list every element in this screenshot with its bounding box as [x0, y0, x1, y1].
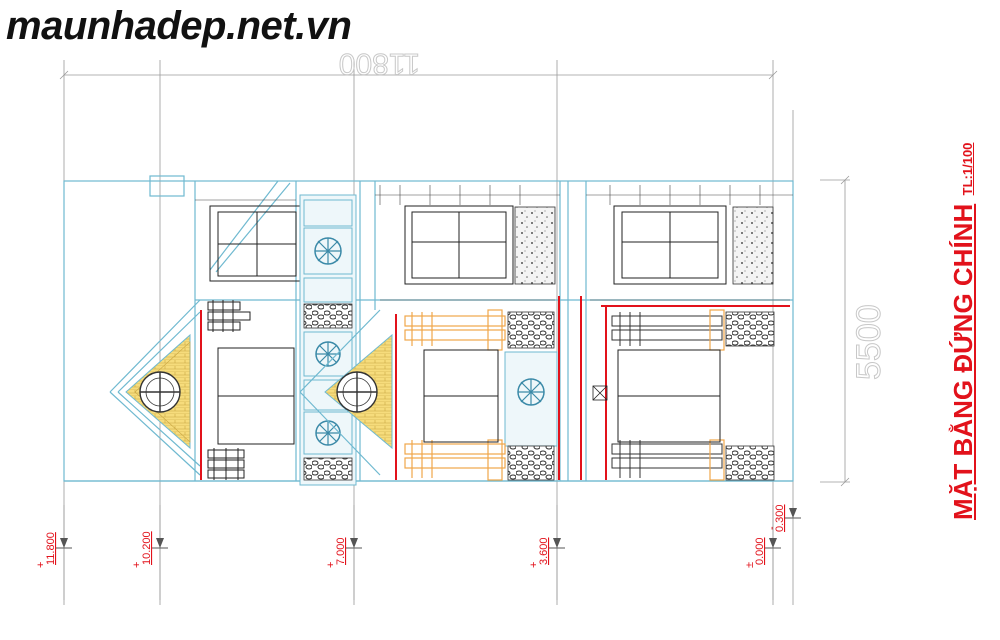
top-dimension-line — [59, 70, 778, 80]
level-marker: + 3.600 — [528, 505, 565, 600]
dimension-height: 5500 — [850, 304, 888, 380]
level-marker: ± 0.000 — [744, 505, 781, 600]
level-sign: + — [528, 562, 540, 568]
right-dimension-line — [820, 175, 850, 487]
lower-window-middle — [423, 349, 499, 443]
siding-lines — [195, 185, 793, 301]
level-markers: + 11.800 + 10.200 + 7.000 + 3.600 — [35, 504, 801, 600]
level-value: 7.000 — [335, 537, 347, 565]
level-sign: + — [35, 562, 47, 568]
balustrade-right — [611, 312, 723, 478]
level-value: 0.300 — [774, 504, 786, 532]
building-outline — [63, 175, 794, 482]
pebble-panel-right-top — [725, 311, 775, 347]
level-marker: - 0.300 — [766, 504, 801, 532]
level-marker: + 11.800 — [35, 505, 72, 600]
gable-left — [125, 333, 191, 450]
vent-box — [592, 385, 608, 401]
level-sign: ± — [744, 562, 756, 568]
decorative-column-left — [299, 194, 357, 486]
stone-panel-upper-middle — [514, 206, 556, 285]
level-marker: + 7.000 — [325, 505, 362, 600]
level-value: 10.200 — [141, 531, 153, 565]
grid-axes — [63, 60, 794, 605]
level-marker: + 10.200 — [131, 505, 168, 600]
level-value: 0.000 — [754, 537, 766, 565]
level-value: 3.600 — [538, 537, 550, 565]
level-sign: - — [766, 526, 778, 530]
level-sign: + — [325, 562, 337, 568]
pebble-panel-right-bottom — [725, 445, 775, 481]
balustrade-middle — [404, 309, 506, 481]
dimension-width: 11800 — [339, 47, 420, 80]
gable-middle — [299, 309, 393, 476]
watermark-logo: maunhadep.net.vn — [6, 4, 352, 48]
lower-window-right — [617, 349, 721, 443]
balustrade-left — [207, 300, 251, 480]
upper-window-middle — [404, 205, 514, 285]
red-accent-lines — [200, 296, 790, 480]
upper-window-right — [613, 205, 727, 285]
upper-window-left — [209, 205, 303, 282]
decorative-column-middle — [504, 311, 558, 481]
stone-panel-upper-right — [732, 206, 774, 285]
level-sign: + — [131, 562, 143, 568]
roof-diagonal — [109, 180, 291, 476]
level-value: 11.800 — [45, 532, 57, 565]
lower-window-left — [217, 347, 295, 445]
